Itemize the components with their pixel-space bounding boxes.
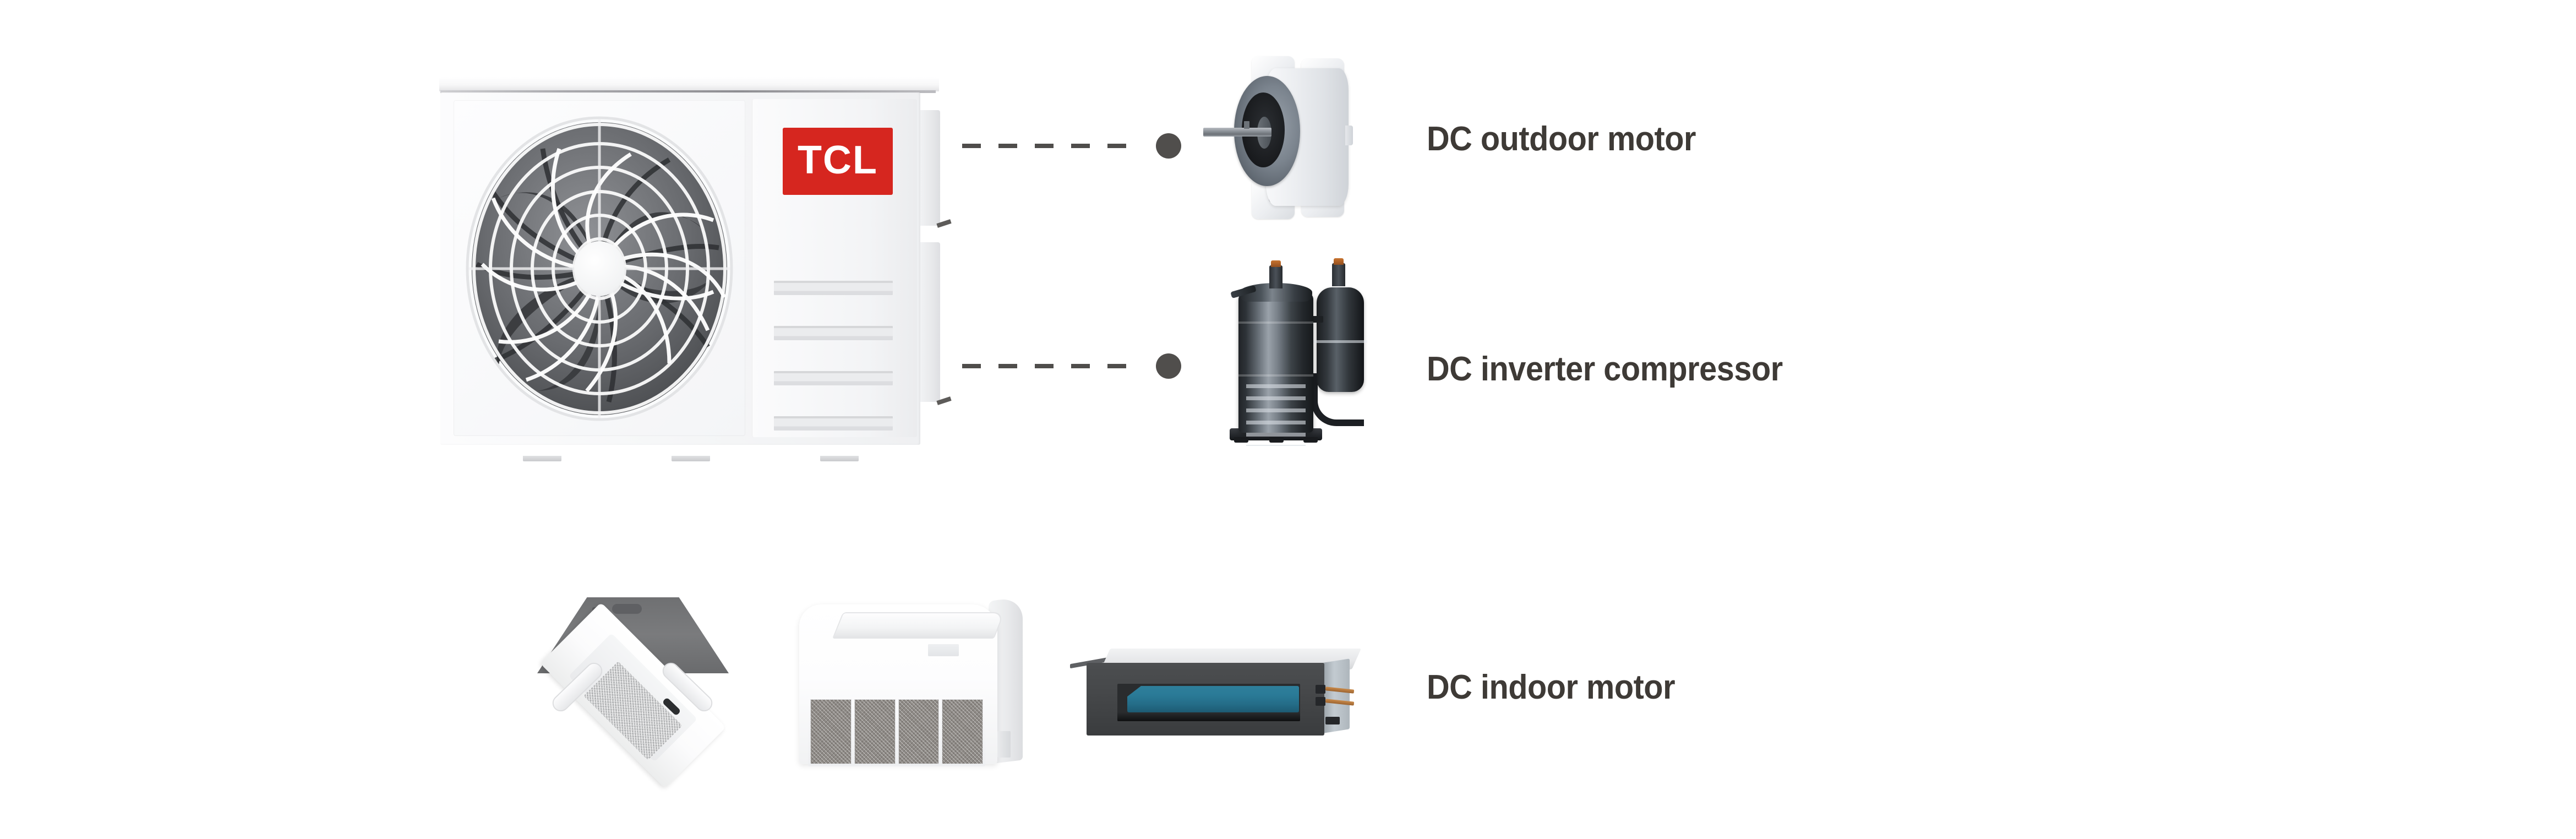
ceiling-cassette-unit-image: [484, 597, 782, 788]
motor-shaft: [1203, 128, 1271, 137]
outdoor-unit-louver-slot: [774, 416, 893, 431]
tcl-logo-text: TCL: [798, 138, 878, 182]
ducted-fan-barrel: [1127, 686, 1299, 712]
compressor-weld-band: [1238, 322, 1313, 324]
fan-hub: [574, 241, 625, 296]
console-intake-grille-row: [808, 697, 985, 766]
outdoor-unit-top-cap: [439, 77, 939, 91]
compressor-accumulator: [1313, 287, 1367, 392]
outdoor-unit-top-seam: [440, 90, 936, 93]
compressor-terminal-port: [1269, 260, 1282, 288]
outdoor-unit-body: TCL: [440, 92, 920, 461]
outdoor-unit-foot: [820, 456, 859, 461]
ducted-drain-connector: [1325, 717, 1340, 724]
callout-label-dc-indoor-motor: DC indoor motor: [1427, 668, 1676, 706]
dc-inverter-compressor-image: [1214, 258, 1379, 448]
copper-tip: [1334, 258, 1344, 265]
motor-terminal-box: [1345, 126, 1353, 145]
motor-shaft-key: [1244, 121, 1249, 129]
console-discharge-louver: [832, 612, 1005, 639]
console-intake-grille: [942, 699, 983, 764]
callout-label-dc-inverter-compressor: DC inverter compressor: [1427, 350, 1783, 388]
compressor-foot: [1234, 437, 1248, 443]
ducted-return-opening: [1117, 684, 1300, 721]
console-control-box: [997, 731, 1011, 758]
console-intake-grille: [854, 699, 896, 764]
ducted-body: [1087, 663, 1324, 736]
accumulator-highlight-band: [1313, 340, 1367, 343]
console-intake-grille: [898, 699, 940, 764]
outdoor-unit-louver-slot: [774, 371, 893, 385]
connector-dot: [1156, 353, 1181, 379]
connector-dot: [1156, 133, 1181, 159]
compressor-foot: [1303, 437, 1318, 443]
console-body: [799, 604, 1005, 766]
outdoor-condensing-unit: TCL: [435, 77, 974, 461]
ducted-pipe-connector: [1316, 697, 1325, 706]
outdoor-unit-side-panel-lower: [919, 242, 940, 402]
accumulator-terminal-port: [1332, 258, 1345, 286]
console-intake-grille: [810, 699, 852, 764]
outdoor-unit-fan-panel: [454, 100, 745, 436]
outdoor-unit-right-panel: TCL: [752, 99, 917, 437]
dashed-leader-line: [962, 364, 1144, 368]
tcl-logo: TCL: [783, 128, 893, 195]
outdoor-unit-louver-slot: [774, 326, 893, 340]
compressor-weld-band: [1238, 374, 1313, 377]
dashed-leader-line: [962, 144, 1144, 148]
cassette-top-notch: [612, 604, 642, 614]
outdoor-unit-foot: [672, 456, 710, 461]
outdoor-unit-side-panel-upper: [919, 110, 940, 226]
floor-ceiling-console-unit-image: [799, 597, 1030, 776]
fan-grille-icon: [466, 116, 733, 421]
console-logo-badge: [928, 644, 959, 656]
compressor-nameplate: [1246, 384, 1306, 446]
compressor-shell: [1238, 292, 1313, 446]
concealed-ducted-unit-image: [1067, 649, 1375, 764]
ducted-pipe-connector: [1316, 685, 1325, 694]
copper-tip: [1271, 260, 1281, 267]
outdoor-unit-louver-slot: [774, 281, 893, 295]
ducted-opening-shadow: [1117, 712, 1300, 721]
outdoor-unit-foot: [523, 456, 561, 461]
fan-grille-area: [463, 115, 735, 423]
dc-outdoor-motor-image: [1203, 51, 1386, 225]
callout-label-dc-outdoor-motor: DC outdoor motor: [1427, 120, 1696, 158]
